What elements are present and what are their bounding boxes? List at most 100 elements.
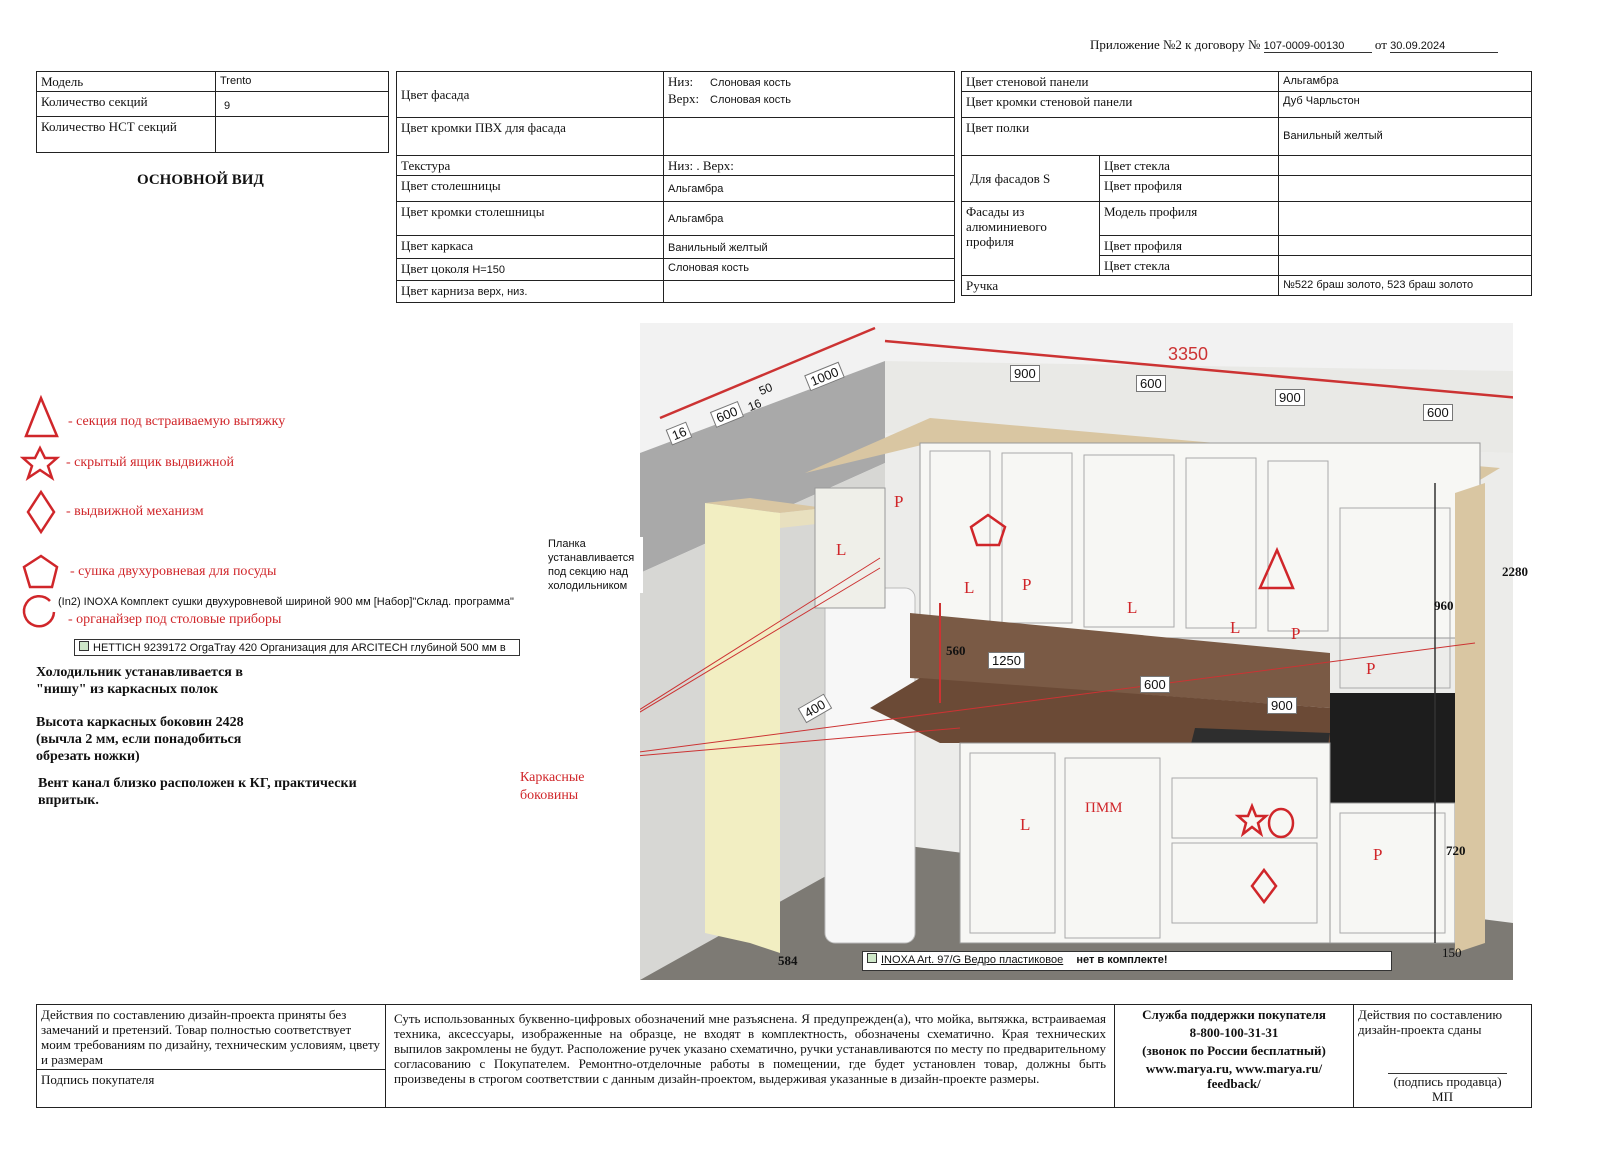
file-icon bbox=[867, 953, 877, 963]
seller-sign: (подпись продавца) bbox=[1388, 1073, 1507, 1089]
pvc-edge-label: Цвет кромки ПВХ для фасада bbox=[396, 117, 664, 156]
countertop-value: Альгамбра bbox=[663, 175, 955, 202]
diamond-icon bbox=[26, 489, 56, 535]
diamond-icon bbox=[1250, 867, 1278, 905]
dim-counter-2: 600 bbox=[1140, 676, 1170, 693]
cornice-label: Цвет карниза bbox=[401, 283, 475, 298]
fridge-note: Холодильник устанавливается в "нишу" из … bbox=[36, 665, 243, 697]
mark-p-4: P bbox=[1366, 659, 1376, 678]
legend-icons bbox=[20, 394, 61, 628]
legend-hood: - секция под встраиваемую вытяжку bbox=[68, 414, 286, 429]
mark-l-2: L bbox=[964, 578, 975, 597]
wall-panel-value: Альгамбра bbox=[1278, 71, 1532, 92]
dim-total: 3350 bbox=[1168, 344, 1209, 364]
contract-prefix: Приложение №2 к договору № bbox=[1090, 37, 1261, 52]
model-label: Модель bbox=[36, 71, 216, 92]
carcass-value: Ванильный желтый bbox=[663, 235, 955, 259]
dim-upper: 960 bbox=[1434, 598, 1454, 613]
mark-p-2: P bbox=[1022, 575, 1032, 594]
mark-p-5: P bbox=[1373, 845, 1383, 864]
carcass-label: Цвет каркаса bbox=[396, 235, 664, 259]
buyer-signature: Подпись покупателя bbox=[36, 1069, 386, 1108]
mark-l-5: L bbox=[1020, 815, 1031, 834]
dim-top-1: 900 bbox=[1010, 365, 1040, 382]
dim-height-total: 2280 bbox=[1502, 564, 1528, 579]
kitchen-drawing bbox=[640, 323, 1513, 980]
plinth-value: Слоновая кость bbox=[663, 258, 955, 281]
hettich-callout: HETTICH 9239172 OrgaTray 420 Организация… bbox=[74, 639, 520, 656]
plinth-height: H=150 bbox=[472, 264, 506, 276]
texture-value: Низ: . Верх: bbox=[663, 155, 955, 176]
mp-label: МП bbox=[1432, 1089, 1453, 1104]
footer-table: Действия по составлению дизайн-проекта п… bbox=[36, 1004, 1532, 1108]
file-icon bbox=[79, 641, 89, 651]
main-view-title: ОСНОВНОЙ ВИД bbox=[137, 172, 264, 188]
contract-date: 30.09.2024 bbox=[1390, 40, 1499, 53]
carcass-sides-label: Каркасные боковины bbox=[520, 770, 585, 803]
alu-facades-label: Фасады из алюминиевого профиля bbox=[961, 201, 1100, 276]
cornice-extra: верх, низ. bbox=[477, 286, 528, 298]
footer-left-text: Действия по составлению дизайн-проекта п… bbox=[36, 1004, 386, 1070]
bucket-text: INOXA Art. 97/G Ведро пластиковое bbox=[881, 954, 1064, 966]
handle-value: №522 браш золото, 523 браш золото bbox=[1278, 275, 1532, 296]
star-icon bbox=[20, 445, 61, 482]
nst-value bbox=[215, 116, 389, 153]
mark-l-3: L bbox=[1127, 598, 1138, 617]
support-phone: 8-800-100-31-31 bbox=[1189, 1025, 1279, 1040]
dim-top-4: 600 bbox=[1423, 404, 1453, 421]
mark-l-4: L bbox=[1230, 618, 1241, 637]
mark-l-1: L bbox=[836, 540, 847, 559]
facade-low-label: Низ: bbox=[668, 74, 694, 89]
mark-p-3: P bbox=[1291, 624, 1301, 643]
facade-top-label: Верх: bbox=[668, 91, 700, 106]
wall-panel-edge-value: Дуб Чарльстон bbox=[1278, 91, 1532, 118]
circle-icon bbox=[1267, 807, 1295, 839]
dim-gap: 560 bbox=[946, 643, 966, 658]
facade-top-value: Слоновая кость bbox=[710, 94, 791, 106]
dim-top-3: 900 bbox=[1275, 389, 1305, 406]
dim-plinth: 150 bbox=[1442, 945, 1462, 960]
vent-note: Вент канал близко расположен к КГ, практ… bbox=[38, 776, 357, 808]
drying-callout: (In2) INOXA Комплект сушки двухуровневой… bbox=[58, 596, 514, 608]
sections-value: 9 bbox=[215, 91, 389, 117]
support-note: (звонок по России бесплатный) bbox=[1142, 1043, 1326, 1058]
facade-low-value: Слоновая кость bbox=[710, 77, 791, 89]
legend-organizer: - органайзер под столовые приборы bbox=[68, 612, 282, 627]
nst-label: Количество НСТ секций bbox=[36, 116, 216, 153]
dim-fridge-width: 584 bbox=[778, 953, 798, 968]
dim-counter-3: 900 bbox=[1267, 697, 1297, 714]
shelf-value: Ванильный желтый bbox=[1278, 117, 1532, 156]
legend-pullout: - выдвижной механизм bbox=[66, 504, 204, 519]
circle-icon bbox=[22, 594, 56, 628]
glass-color-label: Цвет стекла bbox=[1098, 155, 1280, 176]
dim-counter-1: 1250 bbox=[988, 652, 1025, 669]
support-site: www.marya.ru, www.marya.ru/ feedback/ bbox=[1145, 1061, 1323, 1091]
wall-panel-label: Цвет стеновой панели bbox=[960, 71, 1280, 92]
contract-number: 107-0009-00130 bbox=[1263, 40, 1372, 53]
model-value: Trento bbox=[215, 71, 389, 92]
facade-color-label: Цвет фасада bbox=[396, 71, 664, 118]
sides-note: Высота каркасных боковин 2428 (вычла 2 м… bbox=[36, 715, 244, 764]
facade-table: Цвет фасада Низ: Слоновая кость Верх: Слон… bbox=[396, 71, 955, 303]
dim-top-2: 600 bbox=[1136, 375, 1166, 392]
mark-p-1: P bbox=[894, 492, 904, 511]
hettich-text: HETTICH 9239172 OrgaTray 420 Организация… bbox=[93, 642, 506, 654]
contract-header: Приложение №2 к договору № 107-0009-0013… bbox=[1090, 37, 1535, 53]
footer-right-text: Действия по составлению дизайн-проекта с… bbox=[1358, 1007, 1503, 1037]
legend-dryer: - сушка двухуровневая для посуды bbox=[70, 564, 277, 579]
support-title: Служба поддержки покупателя bbox=[1142, 1007, 1326, 1022]
triangle-icon bbox=[1258, 546, 1295, 590]
drawing-symbols bbox=[969, 513, 1295, 905]
plank-note: Планка устанавливается под секцию над хо… bbox=[548, 537, 643, 593]
star-icon bbox=[1234, 802, 1270, 838]
date-prefix: от bbox=[1374, 37, 1387, 52]
triangle-icon bbox=[24, 394, 59, 438]
facades-s-label: Для фасадов S bbox=[961, 155, 1100, 202]
sections-label: Количество секций bbox=[36, 91, 216, 117]
countertop-edge-value: Альгамбра bbox=[663, 201, 955, 236]
footer-middle-text: Суть использованных буквенно-цифровых об… bbox=[385, 1004, 1115, 1108]
pentagon-icon bbox=[969, 513, 1007, 547]
pentagon-icon bbox=[22, 554, 59, 589]
profile-color2-label: Цвет профиля bbox=[1098, 235, 1280, 256]
